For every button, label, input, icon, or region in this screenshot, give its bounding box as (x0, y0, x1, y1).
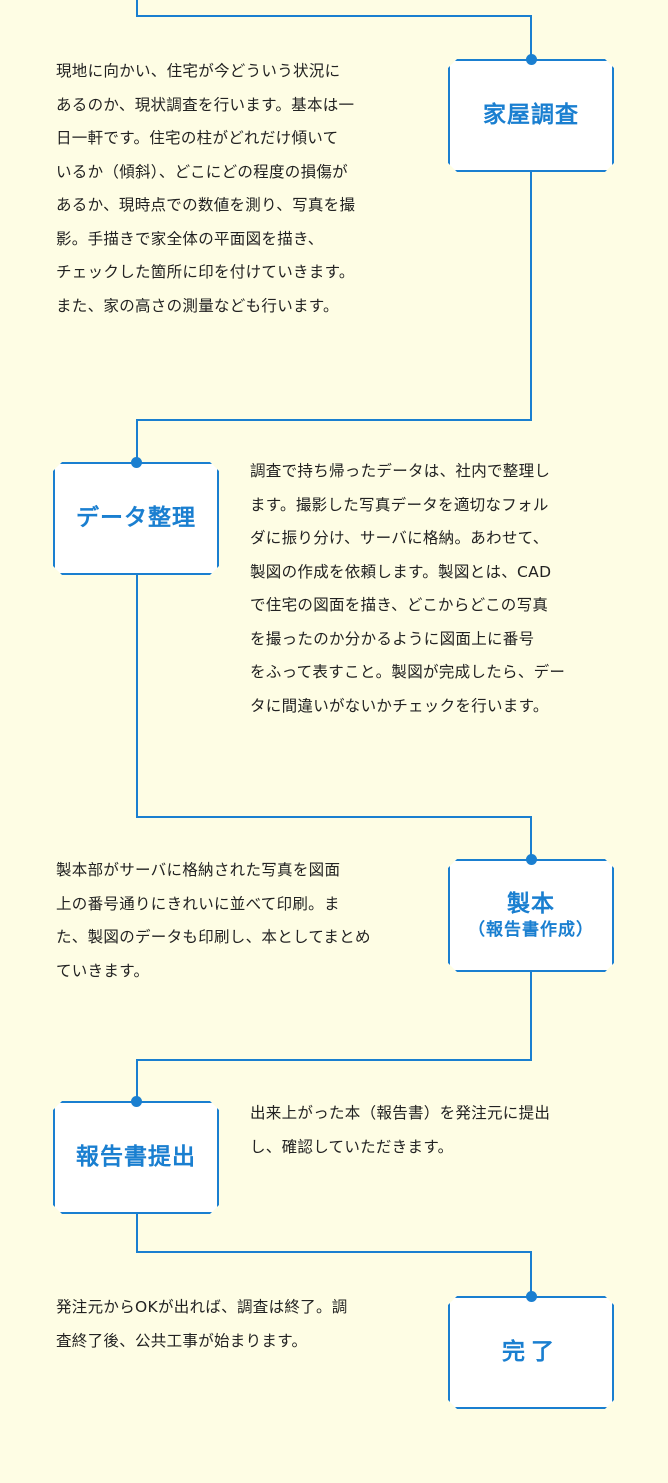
connector-line (136, 972, 532, 1102)
step-title: 家屋調査 (483, 102, 579, 129)
step-description: 現地に向かい、住宅が今どういう状況に あるのか、現状調査を行います。基本は一 日… (56, 62, 356, 315)
connector-dot (526, 1291, 537, 1302)
step-title: データ整理 (76, 505, 196, 532)
step-title: 完了 (502, 1339, 560, 1366)
step-node-bookbinding: 製本 （報告書作成） (448, 859, 614, 972)
connector-dot (526, 54, 537, 65)
connector-dot (131, 457, 142, 468)
step-description: 製本部がサーバに格納された写真を図面 上の番号通りにきれいに並べて印刷。ま た、… (56, 861, 371, 980)
step-node-report-submission: 報告書提出 (53, 1101, 219, 1214)
step-title: 報告書提出 (76, 1144, 196, 1171)
connector-dot (131, 1096, 142, 1107)
step-node-completion: 完了 (448, 1296, 614, 1409)
connector-line (136, 0, 532, 60)
connector-dot (526, 854, 537, 865)
step-title: 製本 (507, 891, 555, 918)
connector-line (136, 1213, 532, 1297)
step-description: 出来上がった本（報告書）を発注元に提出 し、確認していただきます。 (250, 1104, 551, 1156)
step-description: 調査で持ち帰ったデータは、社内で整理し ます。撮影した写真データを適切なフォル … (250, 462, 566, 715)
step-node-data-organization: データ整理 (53, 462, 219, 575)
step-node-house-survey: 家屋調査 (448, 59, 614, 172)
connector-line (136, 574, 532, 860)
connector-line (136, 170, 532, 463)
step-description: 発注元からOKが出れば、調査は終了。調 査終了後、公共工事が始まります。 (56, 1298, 348, 1350)
step-subtitle: （報告書作成） (468, 919, 594, 940)
